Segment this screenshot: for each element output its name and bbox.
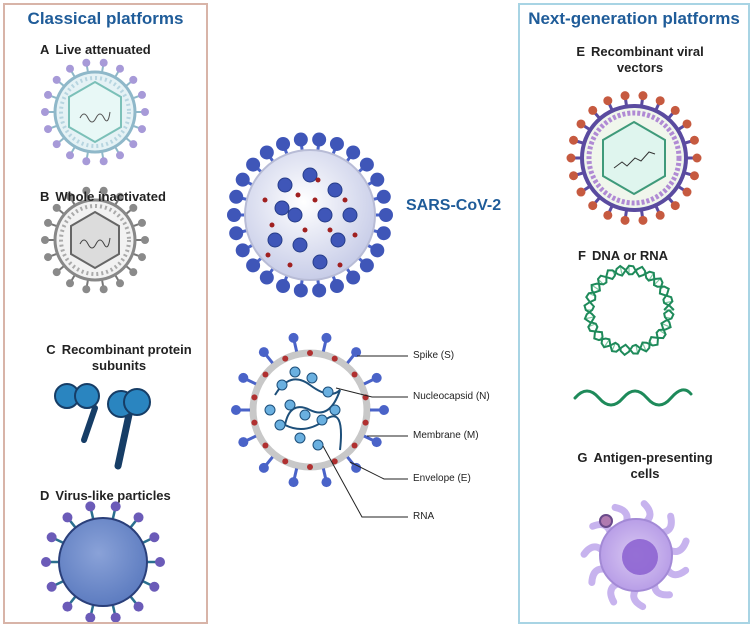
- antigen-presenting-cell-icon: [580, 500, 690, 611]
- virus-name-label: SARS-CoV-2: [406, 197, 502, 214]
- protein-subunits-icon: [54, 383, 151, 470]
- callout-spike: Spike (S): [413, 350, 455, 361]
- dna-ring-icon: [583, 264, 675, 357]
- callout-nucleocapsid: Nucleocapsid (N): [413, 391, 490, 402]
- panel-title: Next-generation platforms: [528, 9, 740, 28]
- whole-inactivated-virus-icon: [41, 186, 149, 294]
- live-attenuated-virus-icon: [41, 58, 149, 166]
- panel-title: Classical platforms: [27, 9, 184, 28]
- callout-membrane: Membrane (M): [413, 430, 479, 441]
- callout-envelope: Envelope (E): [413, 473, 471, 484]
- callout-rna: RNA: [413, 511, 435, 522]
- next-generation-platforms-panel: Next-generation platforms: [518, 3, 750, 624]
- virus-cross-section-icon: [231, 332, 408, 518]
- virus-like-particle-icon: [41, 501, 165, 623]
- sars-cov-2-particle-icon: [227, 132, 393, 298]
- classical-platforms-panel: Classical platforms: [3, 3, 208, 624]
- viral-vector-icon: [566, 91, 702, 225]
- rna-strand-icon: [573, 388, 693, 407]
